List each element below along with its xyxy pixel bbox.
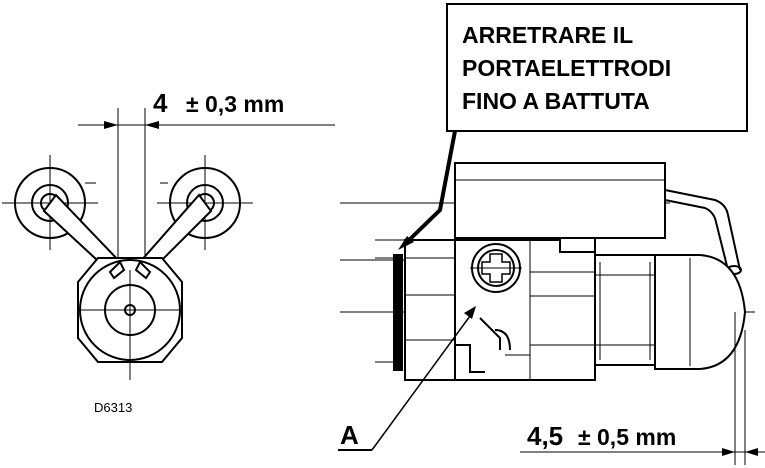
electrode-side-view: [340, 162, 765, 465]
callout-line-3: FINO A BATTUTA: [462, 88, 650, 114]
callout-line-2: PORTAELETTRODI: [462, 55, 671, 81]
offset-dimension-tolerance: ± 0,5 mm: [578, 424, 676, 450]
drawing-code: D6313: [94, 400, 132, 415]
callout-box: [398, 3, 748, 250]
marker-a-label: A: [340, 420, 359, 450]
marker-a-leader: [338, 306, 476, 451]
electrode-front-view: [2, 108, 335, 380]
callout-line-1: ARRETRARE IL: [462, 22, 633, 48]
gap-dimension-value: 4: [153, 88, 168, 118]
gap-dimension-tolerance: ± 0,3 mm: [186, 91, 284, 117]
offset-dimension-value: 4,5: [527, 421, 563, 451]
